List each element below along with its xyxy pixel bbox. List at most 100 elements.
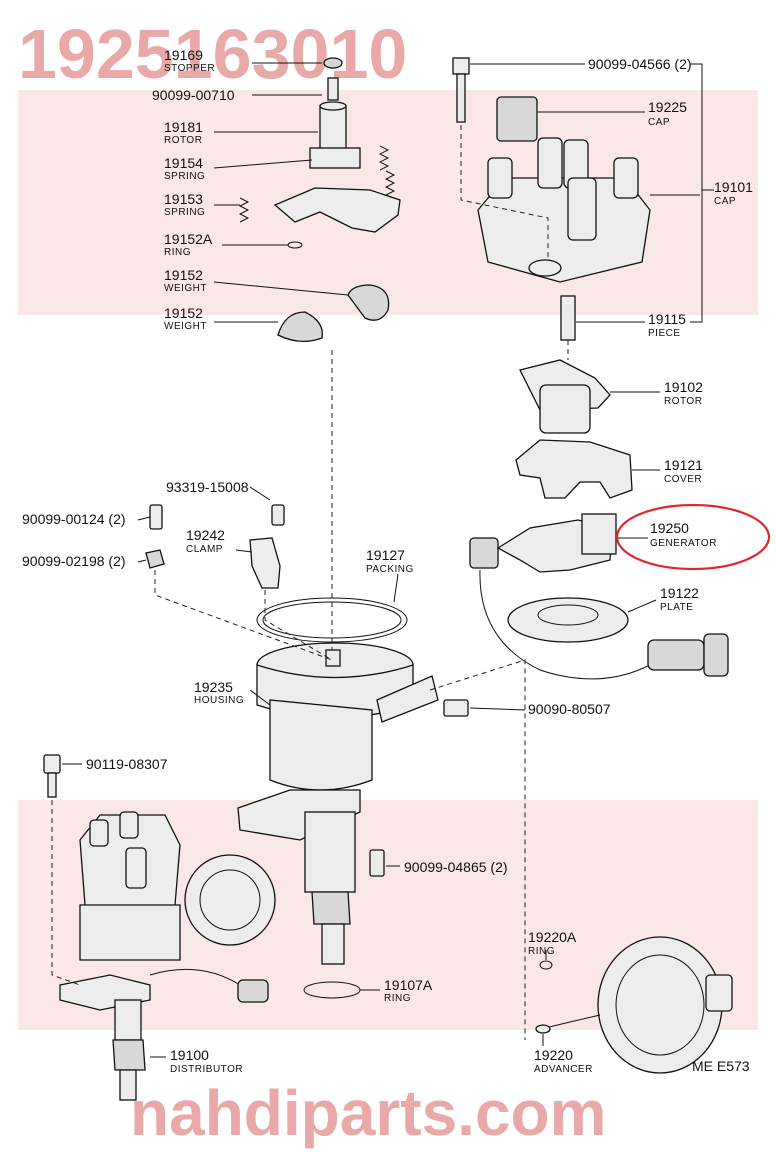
bolt-b-part	[443, 699, 469, 717]
cap-tower-5	[567, 177, 597, 241]
label-packing-num: 19127	[366, 547, 405, 563]
housing-flange	[237, 789, 361, 841]
housing-shaft	[321, 923, 345, 965]
label-ring-c-num: 19220A	[528, 929, 577, 945]
governor-plate-part	[273, 187, 401, 233]
weight-a-part	[347, 284, 390, 321]
label-washer-num: 90099-02198 (2)	[22, 553, 126, 569]
cap-tower-2	[537, 137, 563, 189]
rotor-collar-part	[309, 147, 361, 169]
advancer-rod	[544, 1014, 601, 1029]
clip-top-part	[452, 57, 470, 75]
label-spring-b-name: SPRING	[164, 207, 205, 218]
distributor-wire	[149, 968, 241, 986]
label-stopper-num: 19169	[164, 47, 203, 63]
generator-plug	[647, 639, 705, 671]
cap-inner-part	[496, 96, 538, 142]
watermark-part-number: 1925163010	[18, 15, 407, 93]
cap-tower-1	[487, 157, 513, 199]
label-bolt-c-num: 90119-08307	[86, 756, 168, 772]
label-ring-a-num: 19152A	[164, 231, 213, 247]
cap-center-part	[528, 259, 562, 277]
generator-plug-end	[703, 633, 729, 677]
label-spring-a-name: SPRING	[164, 171, 205, 182]
nut-part	[369, 849, 385, 877]
bolt-top-part	[327, 77, 339, 101]
label-spring-b-num: 19153	[164, 191, 203, 207]
cap-tower-4	[613, 157, 639, 199]
piece-part	[560, 295, 576, 341]
label-piece-name: PIECE	[648, 328, 681, 339]
labels-housing: 93319-15008 90099-00124 (2) 19242 CLAMP …	[22, 479, 611, 1004]
generator-highlight	[615, 503, 771, 571]
housing-ear	[376, 675, 439, 723]
label-weight-a-name: WEIGHT	[164, 283, 207, 294]
labels-distributor: 90119-08307 19100 DISTRIBUTOR	[86, 756, 243, 1075]
weight-b-part	[277, 311, 324, 342]
label-rotor-left-num: 19181	[164, 119, 203, 135]
rotor-right-body	[539, 384, 591, 434]
label-cap-outer-name: CAP	[714, 196, 736, 207]
label-ring-b-name: RING	[384, 993, 411, 1004]
housing-gear	[311, 891, 351, 925]
label-clamp-num: 19242	[186, 527, 225, 543]
label-housing-name: HOUSING	[194, 695, 244, 706]
label-distributor-name: DISTRIBUTOR	[170, 1064, 243, 1075]
label-generator-num: 19250	[650, 520, 689, 536]
distributor-assembly	[43, 754, 276, 1101]
label-rotor-left-name: ROTOR	[164, 135, 202, 146]
advancer-inner	[615, 954, 705, 1056]
label-cap-outer-num: 19101	[714, 179, 753, 195]
generator-wire	[479, 569, 651, 680]
figure-code: ME E573	[692, 1058, 750, 1074]
plate-part	[507, 597, 629, 643]
housing-lower	[269, 699, 373, 791]
labels-advance: 19169 STOPPER 90099-00710 19181 ROTOR 19…	[152, 47, 235, 332]
advancer-assembly	[535, 936, 733, 1074]
distributor-shank	[114, 999, 142, 1041]
labels-advancer: 19220A RING 19220 ADVANCER ME E573	[528, 929, 750, 1075]
distributor-tower-2	[119, 811, 139, 839]
advance-mechanism	[213, 57, 401, 342]
label-generator-name: GENERATOR	[650, 538, 717, 549]
label-cap-inner-num: 19225	[648, 99, 687, 115]
clamp-part	[249, 537, 281, 589]
label-cap-inner-name: CAP	[648, 117, 670, 128]
label-housing-num: 19235	[194, 679, 233, 695]
label-spring-a-num: 19154	[164, 155, 203, 171]
clip-screw-part	[456, 73, 466, 123]
label-bolt-top-num: 90099-00710	[152, 87, 235, 103]
distributor-plug	[237, 979, 269, 1003]
distributor-body	[79, 904, 181, 961]
housing-assembly	[137, 350, 526, 1040]
label-rotor-right-num: 19102	[664, 379, 703, 395]
labels-cap: 90099-04566 (2) 19225 CAP 19101 CAP 1911…	[588, 56, 753, 339]
distributor-tower-1	[89, 819, 109, 847]
label-weight-b-num: 19152	[164, 305, 203, 321]
label-advancer-num: 19220	[534, 1047, 573, 1063]
label-rotor-right-name: ROTOR	[664, 396, 702, 407]
label-weight-b-name: WEIGHT	[164, 321, 207, 332]
cover-part	[515, 439, 633, 499]
label-piece-num: 19115	[648, 311, 686, 327]
ring-c-part	[539, 960, 553, 970]
cap-outer-part	[477, 177, 651, 283]
distributor-shaft	[119, 1069, 137, 1101]
screw-a-part	[271, 504, 285, 526]
bolt-a-part	[149, 504, 163, 530]
cap-assembly	[452, 57, 714, 360]
label-plate-name: PLATE	[660, 602, 693, 613]
label-bolt-b-num: 90090-80507	[528, 701, 611, 717]
label-distributor-num: 19100	[170, 1047, 209, 1063]
pickup-assembly	[469, 359, 771, 680]
plate-inner	[537, 604, 599, 626]
label-weight-a-num: 19152	[164, 267, 203, 283]
rotor-shaft-top	[319, 101, 347, 111]
label-screw-a-num: 93319-15008	[166, 479, 249, 495]
advancer-body	[597, 936, 723, 1074]
distributor-advancer	[184, 854, 276, 946]
distributor-tower-3	[125, 847, 147, 889]
advancer-rod-end	[535, 1024, 551, 1034]
watermark-site: nahdiparts.com	[130, 1077, 607, 1149]
